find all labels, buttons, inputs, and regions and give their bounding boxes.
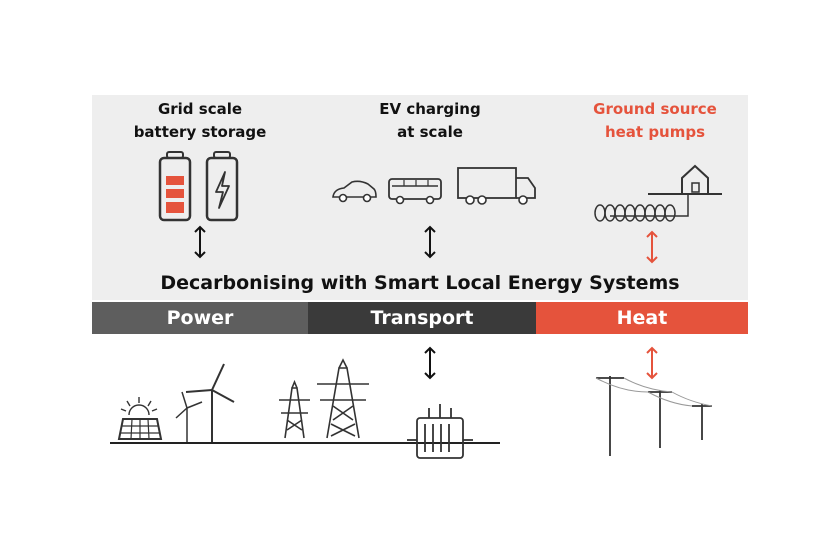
arrow-poles [646, 346, 658, 380]
label-ev-charging: EV charging at scale [379, 100, 481, 141]
headline: Decarbonising with Smart Local Energy Sy… [160, 272, 680, 294]
category-power: Power [92, 302, 308, 334]
solar-panel-icon [117, 397, 163, 440]
category-heat: Heat [536, 302, 748, 334]
arrow-transformer [424, 346, 436, 380]
category-transport: Transport [308, 302, 536, 334]
pylon-icon [279, 358, 369, 439]
label-battery-storage: Grid scale battery storage [133, 100, 267, 141]
wind-turbine-icon [175, 363, 235, 442]
battery-icon [158, 151, 239, 222]
arrow-heat [646, 230, 658, 264]
top-panel [92, 95, 748, 300]
ground-line [110, 442, 500, 444]
arrow-battery [194, 225, 206, 259]
transformer-icon [407, 404, 473, 459]
utility-pole-icon [595, 376, 713, 456]
label-heat-pumps: Ground source heat pumps [593, 100, 717, 141]
heat-pump-icon [594, 164, 722, 222]
vehicles-icon [332, 167, 536, 205]
arrow-ev [424, 225, 436, 259]
